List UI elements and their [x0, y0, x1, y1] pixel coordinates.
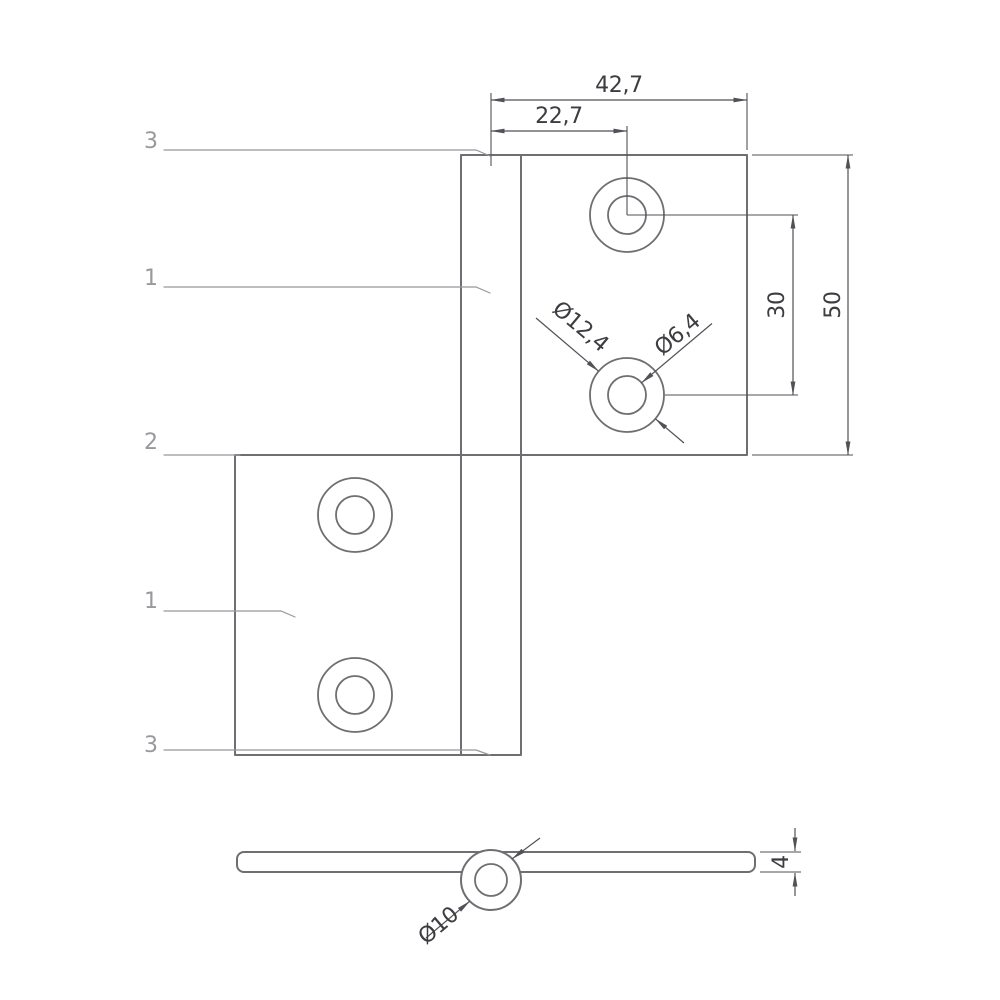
knuckle-outer-circle: [460, 849, 522, 911]
callout-counterbore-text: Ø12,4: [547, 297, 613, 358]
lower-leaf: [234, 454, 522, 756]
dim-hole-spacing-text: 30: [765, 291, 790, 318]
hole-outer-circle: [317, 477, 393, 553]
hole-outer-circle: [317, 657, 393, 733]
callout-pilot-text: Ø6,4: [650, 309, 705, 361]
lower-leaf-top-hole: [317, 477, 393, 553]
ref-1-bottom: 1: [144, 589, 296, 618]
upper-leaf-outline: [460, 154, 748, 456]
dim-top-width-text: 42,7: [595, 73, 643, 98]
ref-2: 2: [144, 430, 241, 456]
hole-outer-circle: [589, 357, 665, 433]
leader-line: [511, 837, 541, 860]
lower-leaf-outline: [234, 454, 522, 756]
ref-1-top: 1: [144, 266, 491, 294]
front-view: 42,7 22,7 30 50 Ø12,4: [144, 73, 853, 758]
ref-label: 2: [144, 430, 158, 455]
dim-hole-spacing: 30: [627, 214, 798, 396]
leader-line: [425, 900, 471, 939]
ref-3-bottom: 3: [144, 733, 491, 758]
ref-3-top: 3: [144, 129, 491, 157]
ref-label: 1: [144, 266, 158, 291]
dim-thickness: 4: [760, 828, 801, 896]
lower-leaf-bottom-hole: [317, 657, 393, 733]
dim-hole-offset-text: 22,7: [535, 104, 583, 129]
ref-leader-line: [163, 149, 491, 157]
ref-label: 1: [144, 589, 158, 614]
upper-leaf: [460, 154, 748, 456]
hole-inner-circle: [335, 495, 375, 535]
ref-label: 3: [144, 129, 158, 154]
hole-inner-circle: [335, 675, 375, 715]
hole-inner-circle: [607, 375, 647, 415]
leader-line: [641, 323, 713, 384]
side-view: Ø10 4: [236, 828, 801, 950]
ref-leader-line: [163, 286, 491, 294]
leader-line: [535, 317, 599, 372]
ref-leader-line: [163, 749, 491, 756]
ref-label: 3: [144, 733, 158, 758]
callout-counterbore-dia: Ø12,4: [535, 297, 685, 444]
callout-pilot-dia: Ø6,4: [641, 309, 713, 384]
dim-leaf-length-text: 50: [821, 291, 846, 318]
pin-hole-circle: [474, 863, 508, 897]
dim-top-width: 42,7: [490, 73, 748, 166]
dim-leaf-length: 50: [752, 154, 853, 456]
callout-knuckle-text: Ø10: [414, 902, 464, 950]
leader-line: [655, 418, 685, 444]
dim-thickness-text: 4: [769, 855, 794, 869]
dim-hole-offset: 22,7: [490, 104, 628, 215]
ref-leader-line: [163, 610, 296, 618]
upper-leaf-bottom-hole: [589, 357, 665, 433]
